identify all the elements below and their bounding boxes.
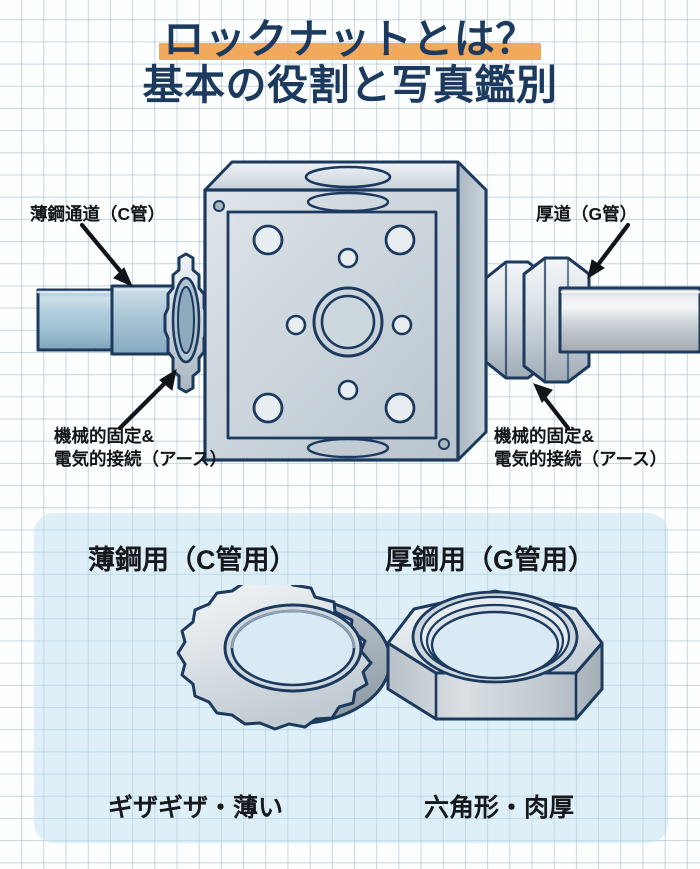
page-title-line-1-text: ロックナットとは？ — [163, 16, 537, 62]
label-g-pipe: 厚道（G管） — [536, 204, 638, 224]
arrow-g-pipe-icon — [587, 222, 631, 280]
label-left-function-line-1: 機械的固定& — [54, 426, 155, 446]
label-right-function-line-2: 電気的接続（アース） — [494, 448, 668, 469]
comparison-caption-thin: ギザギザ・薄い — [108, 794, 284, 822]
left-toothed-lock-nut-outer — [163, 252, 209, 394]
label-right-function: 機械的固定& 電気的接続（アース） — [494, 425, 667, 471]
label-left-function: 機械的固定& 電気的接続（アース） — [54, 425, 227, 471]
label-right-function-line-1: 機械的固定& — [494, 426, 595, 446]
comparison-heading-thin: 薄鋼用（C管用） — [88, 545, 297, 575]
label-c-pipe: 薄鋼通道（C管） — [30, 204, 166, 224]
left-conduit-sleeve — [110, 284, 178, 356]
title-block: ロックナットとは？ 基本の役割と写真鑑別 — [0, 16, 700, 109]
page-title-line-2: 基本の役割と写真鑑別 — [142, 62, 558, 109]
annotation-arrows — [79, 222, 631, 431]
conduit-assembly-illustration — [36, 160, 700, 462]
outlet-junction-box — [203, 160, 488, 462]
page-title-line-1: ロックナットとは？ — [159, 16, 541, 62]
arrow-right-function-icon — [533, 383, 571, 431]
comparison-heading-thick: 厚鋼用（G管用） — [385, 545, 596, 575]
lock-nut-comparison-illustration — [176, 585, 604, 731]
arrow-c-pipe-icon — [79, 222, 133, 287]
hexagon-lock-nut-art — [386, 589, 604, 721]
toothed-ring-lock-nut-art — [176, 585, 392, 731]
label-left-function-line-2: 電気的接続（アース） — [54, 448, 228, 469]
thick-steel-conduit-g-tube — [558, 286, 700, 354]
title-highlight-bar — [159, 43, 541, 61]
comparison-caption-thick: 六角形・肉厚 — [424, 794, 575, 822]
arrow-left-function-icon — [117, 368, 177, 431]
